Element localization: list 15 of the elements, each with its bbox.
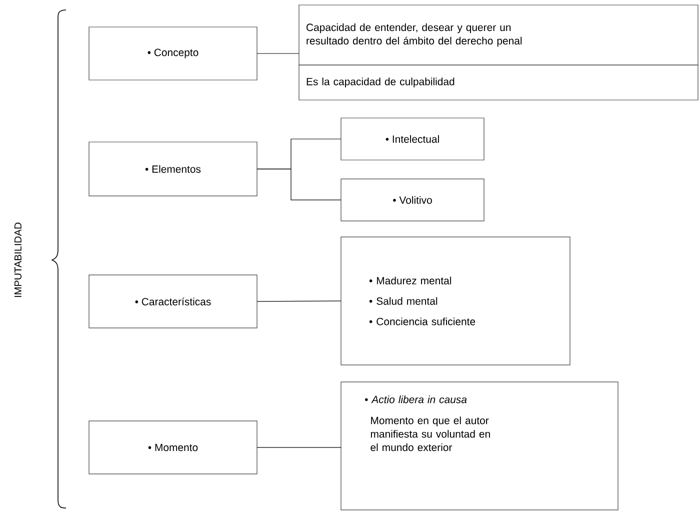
list-box: • Madurez mental • Salud mental • Conciencia suficiente	[340, 236, 570, 366]
concept-box: • Concepto	[88, 26, 258, 80]
connector-line	[256, 168, 342, 200]
definition-cell: Es la capacidad de culpabilidad	[298, 64, 698, 100]
concept-box: • Características	[88, 274, 258, 328]
concept-box: • Volitivo	[340, 178, 484, 222]
connector-line	[256, 447, 342, 448]
connector-line	[256, 300, 342, 302]
description-box: • Actio libera in causa Momento en que el autor manifiesta su voluntad en el mundo exterior	[340, 382, 618, 510]
connector-line	[256, 53, 300, 54]
vertical-title: IMPUTABILIDAD	[14, 222, 22, 297]
concept-box: • Elementos	[88, 142, 258, 196]
concept-box: • Intelectual	[340, 118, 484, 160]
definition-cell: Capacidad de entender, desear y querer un resultado dentro del ámbito del derecho penal	[298, 4, 698, 66]
concept-box: • Momento	[88, 420, 258, 474]
